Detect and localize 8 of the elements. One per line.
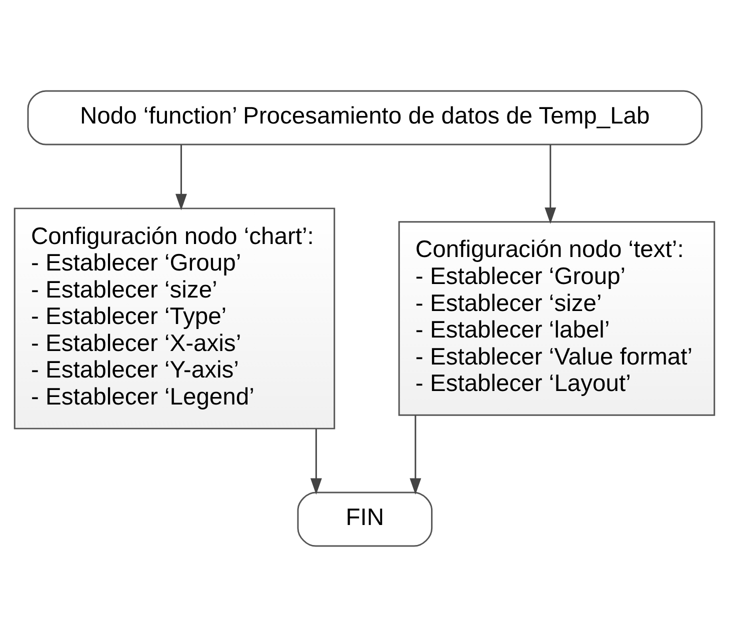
node-box: Configuración nodo ‘chart’: - Establecer ‘Group’ - Establecer ‘size’ - Establecer ‘Type’ - Establecer ‘X-axis’ - Establecer ‘Y-axis’ - Establecer ‘Legend’: [14, 208, 336, 430]
arrow: [544, 144, 556, 224]
arrow: [175, 144, 187, 210]
arrow: [410, 415, 422, 495]
node-box: Configuración nodo ‘text’: - Establecer ‘Group’ - Establecer ‘size’ - Establecer ‘label’ - Establecer ‘Value format’ - Establecer ‘Layout’: [398, 221, 716, 416]
node-box: Nodo ‘function’ Procesamiento de datos de Temp_Lab: [27, 90, 702, 146]
arrow: [310, 428, 322, 495]
node-box: FIN: [297, 492, 433, 547]
